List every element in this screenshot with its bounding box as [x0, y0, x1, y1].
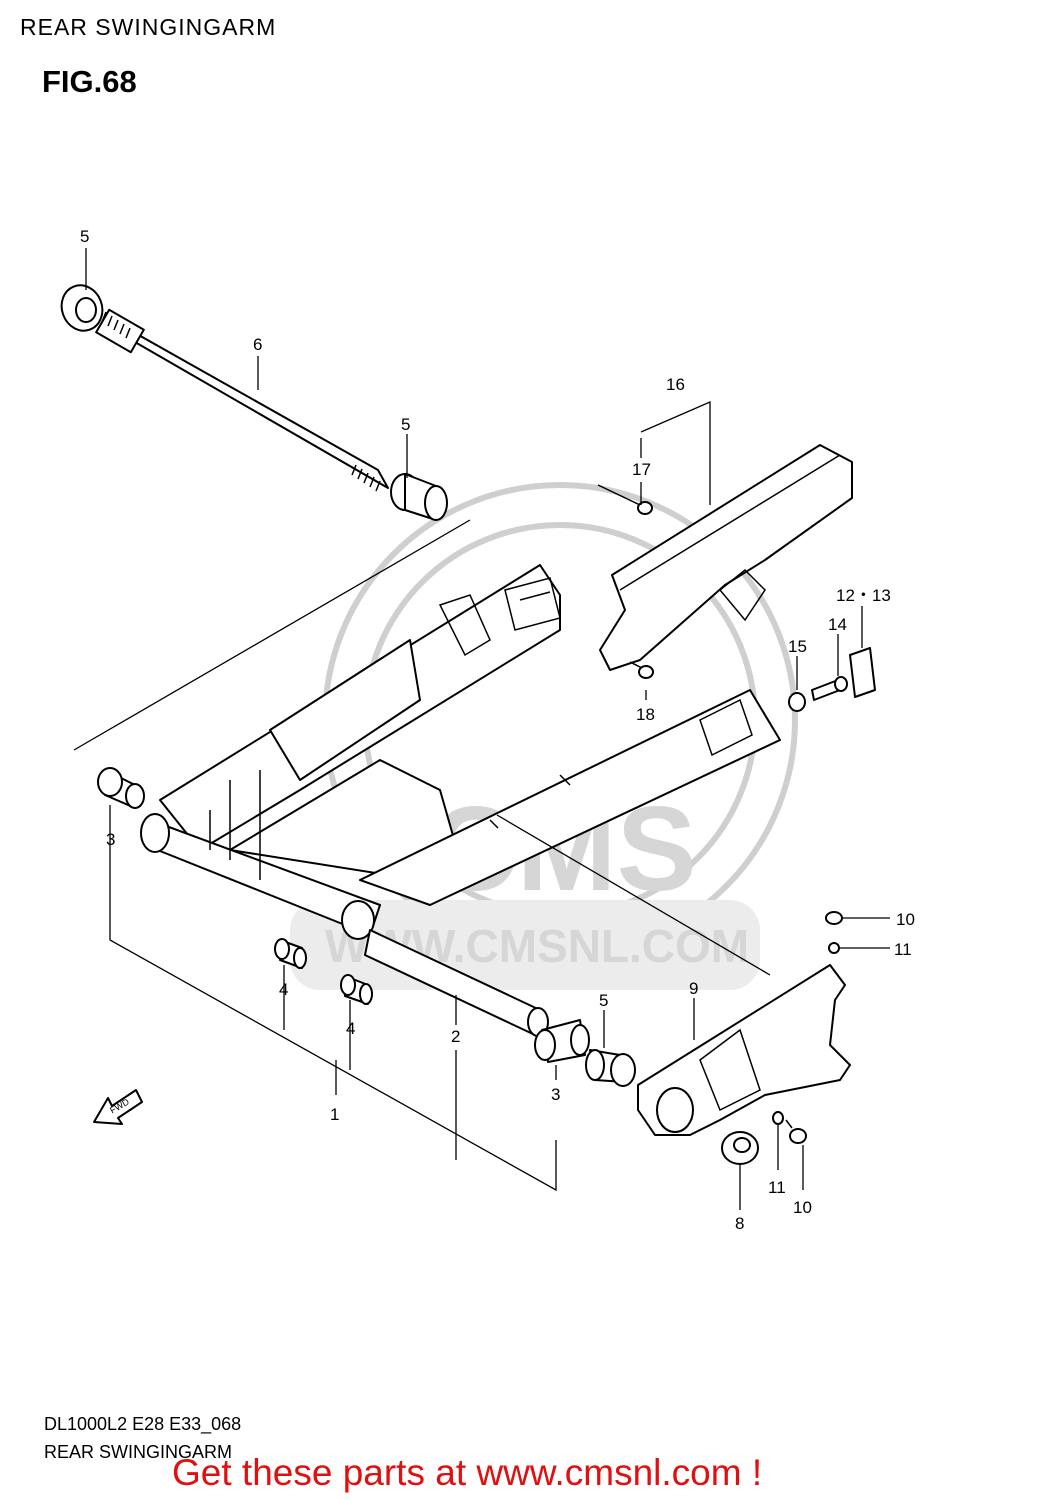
callout-10-upper: 10: [896, 910, 915, 929]
callout-10-lower: 10: [793, 1198, 812, 1217]
part-9-chain-guide: [637, 964, 851, 1136]
callout-18: 18: [636, 705, 655, 724]
fwd-arrow-icon: FWD: [93, 1089, 143, 1125]
callout-15: 15: [788, 637, 807, 656]
callout-4-a: 4: [279, 980, 288, 999]
part-3-bearing-right: [534, 1019, 590, 1063]
part-5-collar-lower: [585, 1049, 636, 1087]
callout-5-lower: 5: [599, 991, 608, 1010]
callout-14: 14: [828, 615, 847, 634]
callout-7: 5: [80, 227, 89, 246]
part-14-bolt: [811, 676, 848, 701]
cta-link[interactable]: Get these parts at www.cmsnl.com !: [172, 1452, 763, 1493]
part-3-bearing-left: [97, 767, 145, 809]
leader-lines: [73, 248, 890, 1210]
callout-9: 9: [689, 979, 698, 998]
callout-12-13: 12・13: [836, 586, 891, 605]
callout-labels: 5 6 5 16 17 12・13 14 15 18 10 11 3 4 4 2…: [80, 227, 915, 1233]
callout-3-left: 3: [106, 830, 115, 849]
figure-number: FIG.68: [42, 64, 137, 99]
callout-5-upper: 5: [401, 415, 410, 434]
callout-1: 1: [330, 1105, 339, 1124]
callout-8: 8: [735, 1214, 744, 1233]
part-10-bolt-upper: [825, 911, 843, 925]
page-title: REAR SWINGINGARM: [20, 14, 277, 40]
footer-caption: REAR SWINGINGARM: [44, 1442, 233, 1462]
callout-17: 17: [632, 460, 651, 479]
part-15-washer: [788, 692, 806, 712]
part-8-collar: [721, 1131, 759, 1165]
part-11-washer-upper: [828, 942, 840, 954]
part-10-bolt-lower: [785, 1119, 807, 1144]
callout-11-upper: 11: [894, 940, 912, 959]
model-code: DL1000L2 E28 E33_068: [44, 1414, 242, 1434]
part-5-collar-upper: [390, 473, 448, 521]
part-7-nut: [60, 284, 104, 332]
part-4-bearing-b: [340, 974, 373, 1005]
part-18-screw: [629, 661, 654, 679]
part-1-swingarm: [140, 564, 781, 940]
part-4-bearing-a: [274, 938, 307, 969]
callout-4-b: 4: [346, 1019, 355, 1038]
part-16-chain-case: [599, 444, 853, 671]
callout-11-lower: 11: [768, 1178, 786, 1197]
callout-3-right: 3: [551, 1085, 560, 1104]
callout-2: 2: [451, 1027, 460, 1046]
part-11-washer-lower: [772, 1111, 784, 1125]
callout-16: 16: [666, 375, 685, 394]
part-2-spacer: [364, 929, 549, 1037]
part-12-13-clip: [849, 647, 876, 698]
callout-6: 6: [253, 335, 262, 354]
part-6-pivot-shaft: [95, 308, 389, 492]
